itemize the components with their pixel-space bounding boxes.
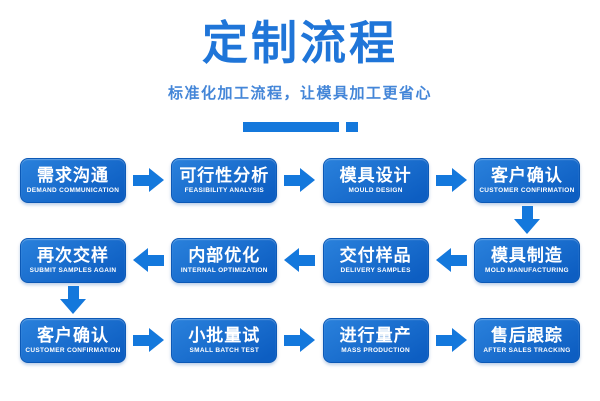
arrow-right-icon [133,168,165,193]
step-subtitle: INTERNAL OPTIMIZATION [180,266,268,274]
page-title: 定制流程 [202,17,398,69]
underline-bar-icon [242,121,339,132]
step-title: 进行量产 [339,325,412,345]
step-subtitle: MOLD MANUFACTURING [485,266,569,274]
connector-row-1-to-2 [20,203,580,238]
step-title: 客户确认 [37,325,109,345]
flow-row-3: 客户确认 CUSTOMER CONFIRMATION 小批量试 SMALL BA… [20,317,580,363]
step-subtitle: AFTER SALES TRACKING [483,346,571,354]
arrow-left-icon [435,248,467,273]
flowchart: 需求沟通 DEMAND COMMUNICATION 可行性分析 FEASIBIL… [20,157,580,363]
step-title: 可行性分析 [179,165,270,185]
step-subtitle: SUBMIT SAMPLES AGAIN [29,266,117,274]
arrow-right-icon [435,328,467,353]
step-subtitle: MOULD DESIGN [348,186,403,194]
step-title: 小批量试 [188,325,261,345]
step-title: 模具设计 [339,165,412,185]
step-title: 客户确认 [490,165,563,185]
step-mold-manufacturing: 模具制造 MOLD MANUFACTURING [473,237,580,283]
underline-square-icon [345,121,358,132]
flow-row-1: 需求沟通 DEMAND COMMUNICATION 可行性分析 FEASIBIL… [20,157,580,203]
step-title: 内部优化 [188,245,261,265]
step-internal-optimization: 内部优化 INTERNAL OPTIMIZATION [171,237,278,283]
step-subtitle: DELIVERY SAMPLES [340,266,411,274]
step-customer-confirmation: 客户确认 CUSTOMER CONFIRMATION [473,157,580,203]
step-mould-design: 模具设计 MOULD DESIGN [322,157,429,203]
step-subtitle: CUSTOMER CONFIRMATION [479,186,575,194]
step-title: 再次交样 [37,245,109,265]
header: 定制流程 标准化加工流程，让模具加工更省心 [0,0,600,132]
arrow-left-icon [284,248,316,273]
title-underline [0,121,600,132]
step-delivery-samples: 交付样品 DELIVERY SAMPLES [322,237,429,283]
arrow-left-icon [133,248,165,273]
arrow-down-icon [514,205,540,234]
page-subtitle: 标准化加工流程，让模具加工更省心 [167,84,432,102]
connector-row-2-to-3 [20,283,580,318]
arrow-right-icon [284,168,316,193]
arrow-right-icon [133,328,165,353]
arrow-down-icon [60,285,86,314]
step-title: 模具制造 [490,245,563,265]
step-submit-samples-again: 再次交样 SUBMIT SAMPLES AGAIN [20,237,126,283]
step-customer-confirmation-2: 客户确认 CUSTOMER CONFIRMATION [20,317,126,363]
step-title: 需求沟通 [37,165,109,185]
arrow-right-icon [435,168,467,193]
step-subtitle: MASS PRODUCTION [341,346,411,354]
step-subtitle: CUSTOMER CONFIRMATION [25,346,121,354]
step-after-sales-tracking: 售后跟踪 AFTER SALES TRACKING [473,317,580,363]
step-feasibility-analysis: 可行性分析 FEASIBILITY ANALYSIS [171,157,278,203]
step-subtitle: FEASIBILITY ANALYSIS [184,186,265,194]
step-subtitle: SMALL BATCH TEST [189,346,260,354]
flow-row-2: 再次交样 SUBMIT SAMPLES AGAIN 内部优化 INTERNAL … [20,237,580,283]
step-demand-communication: 需求沟通 DEMAND COMMUNICATION [20,157,126,203]
step-mass-production: 进行量产 MASS PRODUCTION [322,317,429,363]
step-title: 交付样品 [339,245,412,265]
arrow-right-icon [284,328,316,353]
step-title: 售后跟踪 [490,325,563,345]
step-small-batch-test: 小批量试 SMALL BATCH TEST [171,317,278,363]
step-subtitle: DEMAND COMMUNICATION [26,186,120,194]
